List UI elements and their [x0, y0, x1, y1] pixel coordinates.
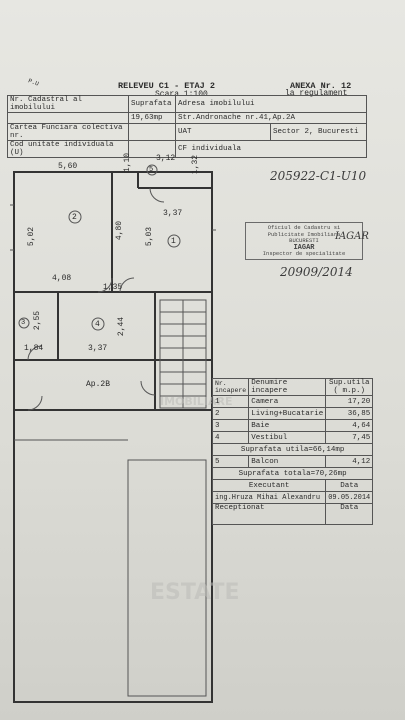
room-3-number: 3 [21, 319, 26, 327]
apartment-label: Ap.2B [86, 380, 111, 389]
legend-area: 4,12 [325, 455, 374, 468]
legend-nr: 3 [211, 419, 250, 432]
legend-total-area: Suprafata totala=70,26mp [211, 467, 374, 480]
plan-title: RELEVEU C1 - ETAJ 2 [118, 81, 215, 91]
room-legend-table: Nr. incapere Denumire incapere Sup.utila… [211, 378, 374, 525]
watermark-bottom: ESTATE [150, 580, 240, 605]
room-4-number: 4 [95, 320, 100, 329]
stamp-line-2: BUCURESTI [289, 237, 319, 244]
dim-2-55: 2,55 [33, 310, 43, 331]
stamp-line-3: IAGAR [293, 243, 315, 252]
legend-header-name: Denumire incapere [248, 378, 327, 396]
legend-header-nr: Nr. incapere [211, 378, 250, 396]
door-arc-2 [119, 277, 135, 293]
legend-name: Camera [248, 395, 327, 408]
legend-nr: 4 [211, 431, 250, 444]
dim-1-10: 1,10 [123, 152, 133, 173]
plan-scale: Scara 1:100 [155, 90, 208, 99]
legend-name: Balcon [248, 455, 327, 468]
dim-1-84: 1,84 [24, 344, 44, 353]
annex-subtitle: la regulament [285, 89, 348, 98]
door-arc-balcony [149, 187, 165, 203]
legend-row: 4 Vestibul 7,45 [211, 431, 374, 444]
receptionat-date-label: Data [325, 503, 374, 525]
legend-row: 3 Baie 4,64 [211, 419, 374, 432]
dim-5-03: 5,03 [145, 226, 155, 247]
room-1-marker [167, 234, 181, 248]
legend-usable-area: Suprafata utila=66,14mp [211, 443, 374, 456]
signature: IAGAR [335, 231, 369, 242]
door-arc-4 [140, 380, 156, 396]
room-2-marker [68, 210, 82, 224]
room-4-marker [91, 317, 105, 331]
room-2-number: 2 [72, 213, 77, 222]
dim-5-60: 5,60 [58, 162, 78, 171]
room-3-marker [18, 317, 30, 329]
dim-4-80: 4,80 [115, 220, 125, 241]
engineer-date: 09.05.2014 [325, 491, 374, 504]
cf-label: CF individuala [175, 140, 367, 158]
legend-area: 36,85 [325, 407, 374, 420]
door-arc-1 [97, 277, 113, 293]
annex-title: ANEXA Nr. 12 [290, 81, 352, 91]
legend-row-balcony: 5 Balcon 4,12 [211, 455, 374, 468]
legend-nr: 2 [211, 407, 250, 420]
door-arc-5 [27, 395, 43, 411]
lower-room-frame [127, 459, 207, 697]
legend-name: Living+Bucatarie [248, 407, 327, 420]
dim-5-02: 5,02 [27, 226, 37, 247]
legend-header-unit: ( m.p.) [333, 387, 365, 395]
executant-date-label: Data [325, 479, 374, 492]
stamp-line-1: Oficiul de Cadastru si Publicitate Imobi… [267, 224, 341, 238]
dim-2-44: 2,44 [117, 316, 127, 337]
legend-nr: 1 [211, 395, 250, 408]
engineer-name: ing.Hruza Mihai Alexandru [211, 491, 327, 504]
dim-3-12: 3,12 [156, 154, 176, 163]
legend-area: 17,20 [325, 395, 374, 408]
dim-3-37-top: 3,37 [163, 209, 183, 218]
stamp-line-4: Inspector de specialitate [262, 250, 346, 257]
room-5-number: 5 [149, 166, 154, 174]
property-info-table: Nr. Cadastral al imobilului Suprafata Ad… [7, 95, 367, 158]
legend-row: 2 Living+Bucatarie 36,85 [211, 407, 374, 420]
legend-nr: 5 [211, 455, 250, 468]
receptionat-label: Receptionat [211, 503, 327, 525]
legend-name: Baie [248, 419, 327, 432]
dim-3-37-bottom: 3,37 [88, 344, 108, 353]
dim-4-08: 4,08 [52, 274, 72, 283]
official-stamp: Oficiul de Cadastru si Publicitate Imobi… [245, 222, 363, 260]
dim-1-32: 1,32 [191, 154, 201, 175]
legend-area: 4,64 [325, 419, 374, 432]
handwritten-date: 20909/2014 [280, 265, 353, 279]
room-5-marker [146, 164, 158, 176]
legend-name: Vestibul [248, 431, 327, 444]
dim-1-35: 1,35 [103, 283, 123, 292]
legend-row: 1 Camera 17,20 [211, 395, 374, 408]
legend-area: 7,45 [325, 431, 374, 444]
unit-code-label: Cod unitate individuala (U) [7, 140, 129, 158]
legend-header-area: Sup.utila [328, 379, 370, 387]
room-1-number: 1 [171, 237, 176, 246]
executant-label: Executant [211, 479, 327, 492]
handwritten-reference: 205922-C1-U10 [270, 169, 367, 183]
door-arc-3 [27, 345, 43, 361]
